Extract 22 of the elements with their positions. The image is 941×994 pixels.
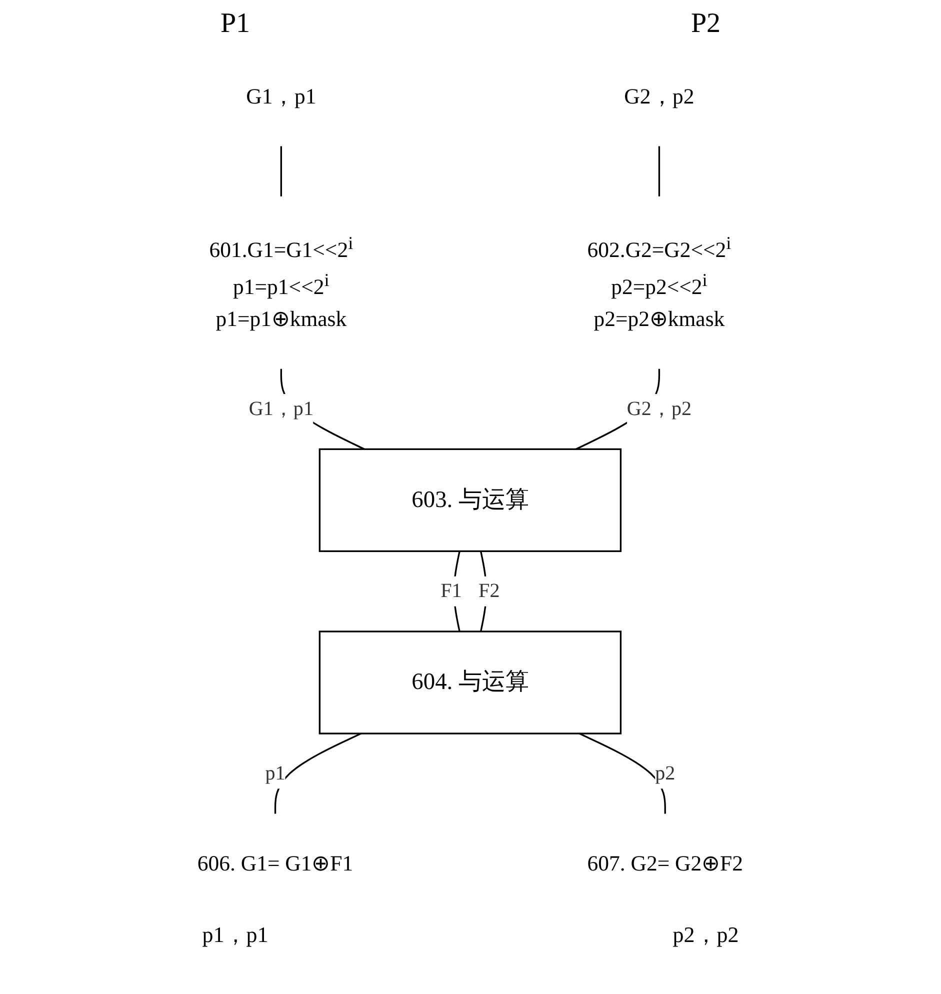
connector	[280, 146, 282, 196]
signal-label: p1，p1	[202, 921, 268, 949]
connector	[274, 732, 362, 814]
column-heading: P1	[220, 8, 250, 40]
node-box: 604. 与运算	[319, 630, 622, 734]
column-heading: P2	[690, 8, 721, 40]
node-box: 603. 与运算	[319, 448, 622, 552]
edge-label: G1，p1	[249, 398, 314, 420]
edge-label: p2	[655, 762, 676, 785]
node-text: G2，p2	[624, 84, 695, 109]
edge-label: p1	[266, 762, 286, 785]
signal-label: p2，p2	[672, 921, 739, 949]
edge-label: F1	[440, 580, 462, 602]
edge-label: G2，p2	[627, 398, 692, 420]
node-text: G1，p1	[246, 84, 317, 109]
edge-label: F2	[478, 580, 500, 602]
connector	[658, 146, 660, 196]
node-text: 606. G1= G1⊕F1	[198, 851, 354, 876]
node-text: 602.G2=G2<<2$^{i}$ p2=p2<<2$^{i}$ p2=p2⊕kmask	[588, 233, 732, 332]
node-text: 601.G1=G1<<2$^{i}$ p1=p1<<2$^{i}$ p1=p1⊕kmask	[210, 233, 354, 332]
connector	[579, 732, 666, 814]
node-text: 607. G2= G2⊕F2	[588, 851, 744, 876]
